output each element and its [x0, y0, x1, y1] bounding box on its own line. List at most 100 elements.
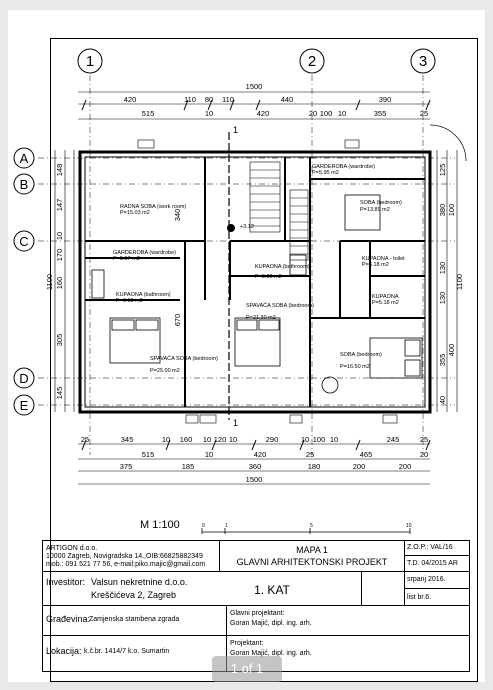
svg-text:10: 10: [205, 109, 213, 118]
glavni-projektant-label: Glavni projektant:: [230, 610, 285, 617]
svg-text:2: 2: [308, 53, 316, 70]
svg-text:147: 147: [55, 199, 64, 212]
sheet-number: list br.6.: [407, 594, 432, 601]
svg-text:420: 420: [257, 109, 270, 118]
svg-text:200: 200: [399, 462, 412, 471]
svg-text:KUPAONA: KUPAONA: [372, 294, 399, 300]
svg-text:355: 355: [374, 109, 387, 118]
svg-text:148: 148: [55, 164, 64, 177]
date: srpanj 2016.: [407, 576, 446, 583]
svg-text:E: E: [20, 398, 29, 413]
dim-right-total: 1100: [455, 274, 464, 290]
svg-text:25: 25: [420, 109, 428, 118]
svg-text:10: 10: [205, 450, 213, 459]
svg-text:10: 10: [301, 435, 309, 444]
dim-left-total: 1100: [45, 274, 54, 290]
grid-column-3: 3: [410, 48, 436, 74]
svg-text:340: 340: [173, 209, 182, 222]
project-title: GLAVNI ARHITEKTONSKI PROJEKT: [236, 557, 388, 567]
svg-text:20: 20: [420, 450, 428, 459]
lokacija-value: k.č.br. 1414/7 k.o. Sumartin: [84, 648, 170, 655]
svg-text:120: 120: [214, 435, 227, 444]
svg-text:400: 400: [447, 344, 456, 357]
svg-text:170: 170: [55, 249, 64, 262]
svg-text:420: 420: [124, 95, 137, 104]
svg-text:420: 420: [254, 450, 267, 459]
company-address: 10000 Zagreb, Novigradska 14.,OIB:668258…: [46, 553, 203, 560]
svg-text:10: 10: [229, 435, 237, 444]
gradevina-value: Zamjenska stambena zgrada: [89, 616, 180, 623]
svg-text:125: 125: [438, 164, 447, 177]
grid-row-d: D: [13, 367, 35, 389]
svg-text:245: 245: [387, 435, 400, 444]
svg-text:P=13.89 m2: P=13.89 m2: [360, 207, 390, 213]
svg-text:RADNA SOBA (work room): RADNA SOBA (work room): [120, 204, 186, 210]
dim-top-total: 1500: [246, 82, 263, 91]
svg-text:110: 110: [222, 95, 234, 104]
svg-text:+3.12: +3.12: [240, 224, 254, 230]
investor-label: Investitor:: [46, 577, 86, 587]
grid-row-b: B: [13, 173, 35, 195]
svg-text:B: B: [20, 177, 29, 192]
svg-text:20: 20: [309, 109, 317, 118]
svg-text:355: 355: [438, 354, 447, 367]
company-name: ARTIGON d.o.o.: [46, 545, 98, 552]
drawing-sheet: [8, 10, 485, 682]
td-number: T.D. 04/2015 AR: [407, 560, 458, 567]
svg-text:P=5.22 m2: P=5.22 m2: [255, 274, 282, 280]
scale-bar: 0 1 5 10: [201, 523, 412, 534]
svg-text:100: 100: [447, 204, 456, 217]
svg-text:P=5.18 m2: P=5.18 m2: [372, 300, 399, 306]
svg-text:SOBA (bedroom): SOBA (bedroom): [340, 352, 382, 358]
svg-text:110: 110: [184, 95, 196, 104]
svg-text:A: A: [20, 151, 29, 166]
svg-text:P=25.00 m2: P=25.00 m2: [150, 368, 180, 374]
svg-text:KUPAONA (bathroom): KUPAONA (bathroom): [255, 264, 310, 270]
svg-text:SOBA (bedroom): SOBA (bedroom): [360, 200, 402, 206]
svg-text:P=6.18 m2: P=6.18 m2: [116, 298, 143, 304]
svg-text:160: 160: [180, 435, 193, 444]
svg-text:465: 465: [360, 450, 373, 459]
svg-text:10: 10: [203, 435, 211, 444]
svg-text:P=4.18 m2: P=4.18 m2: [362, 262, 389, 268]
svg-text:160: 160: [55, 277, 64, 290]
projektant-name: Goran Majić, dipl. ing. arh.: [230, 650, 312, 657]
svg-text:440: 440: [281, 95, 294, 104]
page-indicator: 1 of 1: [212, 656, 282, 682]
svg-text:305: 305: [55, 334, 64, 347]
dim-bottom-total: 1500: [246, 475, 263, 484]
svg-text:P=15.03 m2: P=15.03 m2: [120, 210, 150, 216]
svg-text:515: 515: [142, 450, 155, 459]
investor-name: Valsun nekretnine d.o.o.: [91, 577, 188, 587]
svg-text:1: 1: [86, 53, 94, 70]
svg-text:5: 5: [310, 523, 313, 529]
svg-text:375: 375: [120, 462, 133, 471]
lokacija-label: Lokacija:: [46, 646, 82, 656]
gradevina-label: Građevina:: [46, 614, 91, 624]
svg-text:P=5.17 m2: P=5.17 m2: [113, 256, 140, 262]
svg-text:25: 25: [420, 435, 428, 444]
svg-text:515: 515: [142, 109, 155, 118]
svg-text:D: D: [19, 371, 28, 386]
svg-text:380: 380: [438, 204, 447, 217]
svg-text:GARDEROBA (wardrobe): GARDEROBA (wardrobe): [113, 250, 176, 256]
svg-text:P=21.30 m2: P=21.30 m2: [246, 315, 276, 321]
svg-text:180: 180: [308, 462, 321, 471]
svg-text:10: 10: [406, 523, 412, 529]
svg-text:0: 0: [202, 523, 205, 529]
grid-column-2: 2: [299, 48, 325, 74]
projektant-label: Projektant:: [230, 640, 264, 647]
svg-text:130: 130: [438, 262, 447, 275]
svg-text:10: 10: [55, 232, 64, 240]
scale-label: M 1:100: [140, 519, 180, 531]
svg-text:670: 670: [173, 314, 182, 327]
grid-row-a: A: [13, 147, 35, 169]
grid-column-1: 1: [77, 48, 103, 74]
svg-text:100: 100: [320, 109, 333, 118]
svg-text:KUPAONA (bathroom): KUPAONA (bathroom): [116, 292, 171, 298]
svg-text:GARDEROBA (wardrobe): GARDEROBA (wardrobe): [312, 164, 375, 170]
svg-text:290: 290: [266, 435, 279, 444]
svg-text:145: 145: [55, 387, 64, 400]
svg-text:P=5.95 m2: P=5.95 m2: [312, 170, 339, 176]
